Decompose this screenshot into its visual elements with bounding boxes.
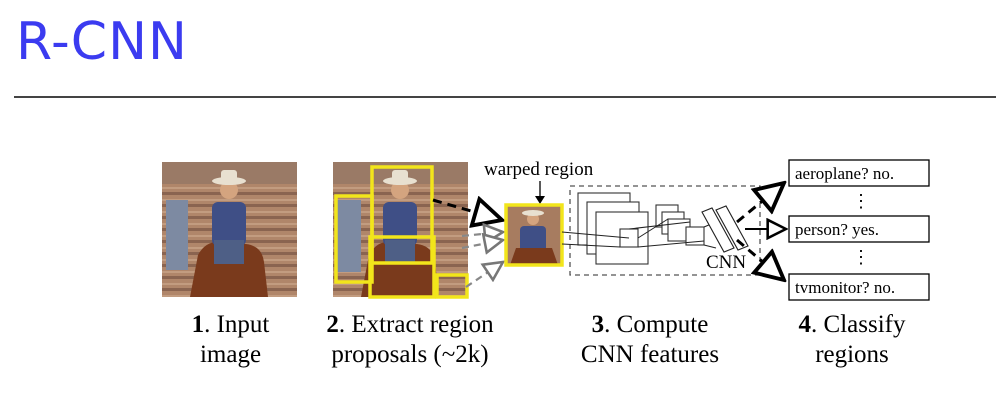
region-proposals-image	[333, 162, 469, 299]
stage-4-number: 4	[798, 311, 812, 338]
stage-2-number: 2	[326, 311, 339, 338]
proposal-box	[334, 194, 374, 284]
stage-3-caption: 3. Compute CNN features	[560, 310, 740, 370]
stage-2-text-line2: proposals (~2k)	[331, 341, 489, 368]
proposal-box	[368, 235, 436, 299]
cnn-network: CNN	[561, 185, 761, 276]
title-divider	[14, 96, 996, 98]
warped-region-image	[504, 203, 564, 267]
classification-person: person? yes.	[788, 215, 930, 243]
stage-1-number: 1	[191, 311, 205, 338]
stage-2-caption: 2. Extract region proposals (~2k)	[305, 310, 515, 370]
stage-4-text: . Classify	[811, 311, 906, 338]
cnn-label: CNN	[706, 252, 746, 273]
stage-2-text: . Extract region	[338, 311, 494, 338]
stage-3-text-line2: CNN features	[580, 341, 720, 368]
classification-aeroplane: aeroplane? no.	[788, 159, 930, 187]
ellipsis-bottom: ⋮	[852, 247, 870, 267]
classification-tvmonitor: tvmonitor? no.	[788, 273, 930, 301]
classification-aeroplane-label: aeroplane? no.	[795, 164, 894, 183]
ellipsis-top: ⋮	[852, 191, 870, 211]
classification-arrows	[736, 183, 786, 280]
stage-1-text: . Input	[204, 311, 270, 338]
stage-1-caption: 1. Input image	[148, 310, 313, 370]
input-image	[162, 162, 297, 297]
slide-title: R-CNN	[16, 12, 188, 72]
classification-tvmonitor-label: tvmonitor? no.	[795, 278, 895, 297]
stage-3-number: 3	[591, 311, 605, 338]
proposal-to-warp-arrows	[432, 200, 503, 288]
stage-1-text-line2: image	[199, 341, 262, 368]
stage-3-text: . Compute	[604, 311, 709, 338]
classification-person-label: person? yes.	[795, 220, 879, 239]
stage-4-caption: 4. Classify regions	[772, 310, 932, 370]
warped-region-label: warped region	[484, 159, 594, 180]
stage-4-text-line2: regions	[815, 341, 889, 368]
